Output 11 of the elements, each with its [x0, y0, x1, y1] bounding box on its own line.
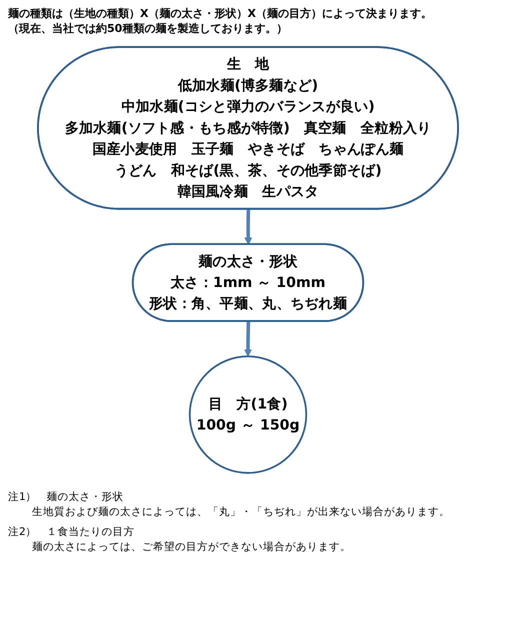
- note-text: 麺の太さによっては、ご希望の目方ができない場合があります。: [31, 540, 352, 555]
- title: 麺の種類は（生地の種類）X（麺の太さ・形状）X（麺の目方）によって決まります。: [8, 6, 433, 21]
- note-heading: 麺の太さ・形状: [46, 491, 124, 503]
- subtitle-note: （現在、当社では約50種類の麺を製造しております。）: [8, 21, 288, 36]
- arrow: [244, 209, 252, 245]
- note-text: 生地質および麺の太さによっては、「丸」・「ちぢれ」が出来ない場合があります。: [31, 504, 451, 520]
- note-heading: １食当たりの目方: [46, 526, 135, 538]
- note-number: 注2）: [8, 526, 37, 538]
- node-circle: 目 方(1食) 100g ～ 150g: [188, 356, 308, 474]
- note-number: 注1）: [8, 491, 37, 503]
- arrow: [244, 321, 252, 357]
